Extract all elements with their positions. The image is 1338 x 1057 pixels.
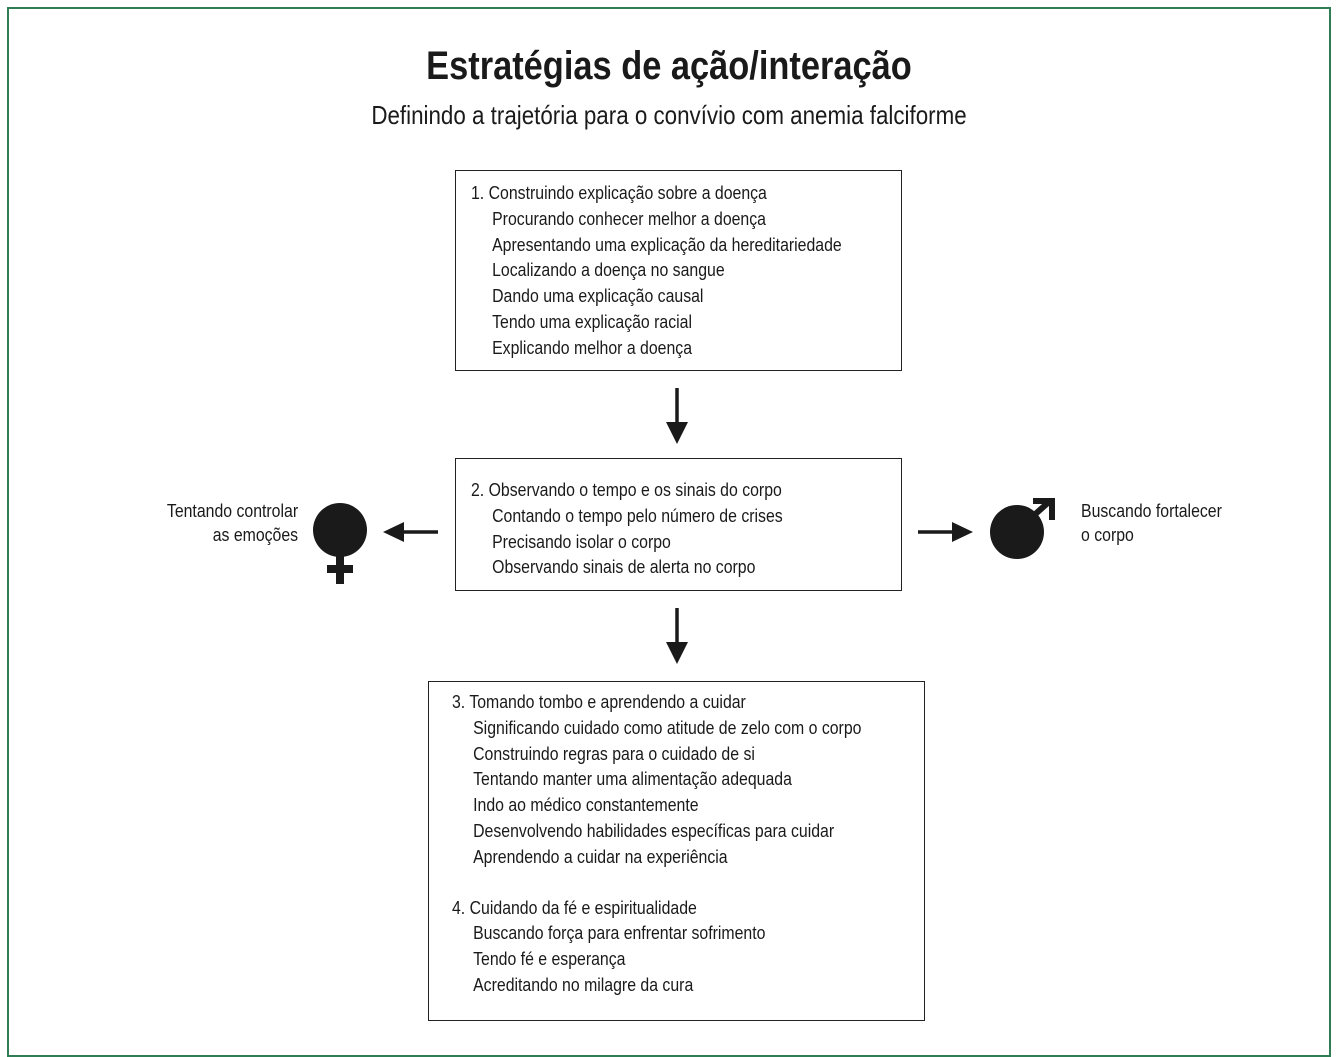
strategy-box-3: 3. Tomando tombo e aprendendo a cuidar S… bbox=[428, 681, 925, 1021]
section-spacer bbox=[452, 871, 924, 896]
box-2-heading: 2. Observando o tempo e os sinais do cor… bbox=[471, 480, 782, 500]
left-label-line: Tentando controlar bbox=[166, 501, 298, 521]
box-3-item: Tentando manter uma alimentação adequada bbox=[473, 769, 792, 790]
left-label-line: as emoções bbox=[212, 525, 298, 545]
box-4-item: Tendo fé e esperança bbox=[473, 949, 626, 970]
box-3-heading: 3. Tomando tombo e aprendendo a cuidar bbox=[452, 692, 746, 712]
box-3-item: Desenvolvendo habilidades específicas pa… bbox=[473, 820, 835, 841]
arrow-left bbox=[383, 522, 438, 542]
box-3-item: Significando cuidado como atitude de zel… bbox=[473, 717, 862, 738]
right-label-line: Buscando fortalecer bbox=[1081, 501, 1222, 521]
box-1-item: Explicando melhor a doença bbox=[492, 337, 693, 358]
box-1-item: Tendo uma explicação racial bbox=[492, 311, 693, 332]
arrow-right bbox=[918, 522, 973, 542]
box-3-item: Aprendendo a cuidar na experiência bbox=[473, 846, 728, 867]
strategy-box-1: 1. Construindo explicação sobre a doença… bbox=[455, 170, 902, 371]
right-side-label: Buscando fortalecer o corpo bbox=[1081, 499, 1222, 547]
strategy-box-2: 2. Observando o tempo e os sinais do cor… bbox=[455, 458, 902, 591]
box-1-heading: 1. Construindo explicação sobre a doença bbox=[471, 183, 767, 203]
female-symbol-icon bbox=[313, 503, 367, 584]
left-side-label: Tentando controlar as emoções bbox=[167, 499, 298, 547]
box-2-item: Precisando isolar o corpo bbox=[492, 531, 671, 552]
box-1-item: Procurando conhecer melhor a doença bbox=[492, 208, 766, 229]
male-symbol-icon bbox=[990, 498, 1055, 559]
right-label-line: o corpo bbox=[1081, 525, 1134, 545]
diagram-title: Estratégias de ação/interação bbox=[426, 44, 912, 88]
box-4-heading: 4. Cuidando da fé e espiritualidade bbox=[452, 897, 697, 918]
box-1-item: Localizando a doença no sangue bbox=[492, 260, 725, 281]
box-3-item: Indo ao médico constantemente bbox=[473, 795, 699, 816]
box-4-item: Buscando força para enfrentar sofrimento bbox=[473, 923, 766, 944]
arrow-down-1 bbox=[666, 388, 688, 444]
diagram-subtitle: Definindo a trajetória para o convívio c… bbox=[371, 100, 967, 130]
arrow-down-2 bbox=[666, 608, 688, 664]
box-2-item: Contando o tempo pelo número de crises bbox=[492, 505, 783, 526]
box-1-item: Dando uma explicação causal bbox=[492, 286, 704, 307]
box-3-item: Construindo regras para o cuidado de si bbox=[473, 743, 755, 764]
box-4-item: Acreditando no milagre da cura bbox=[473, 974, 694, 995]
box-1-item: Apresentando uma explicação da hereditar… bbox=[492, 234, 842, 255]
box-2-item: Observando sinais de alerta no corpo bbox=[492, 557, 756, 578]
